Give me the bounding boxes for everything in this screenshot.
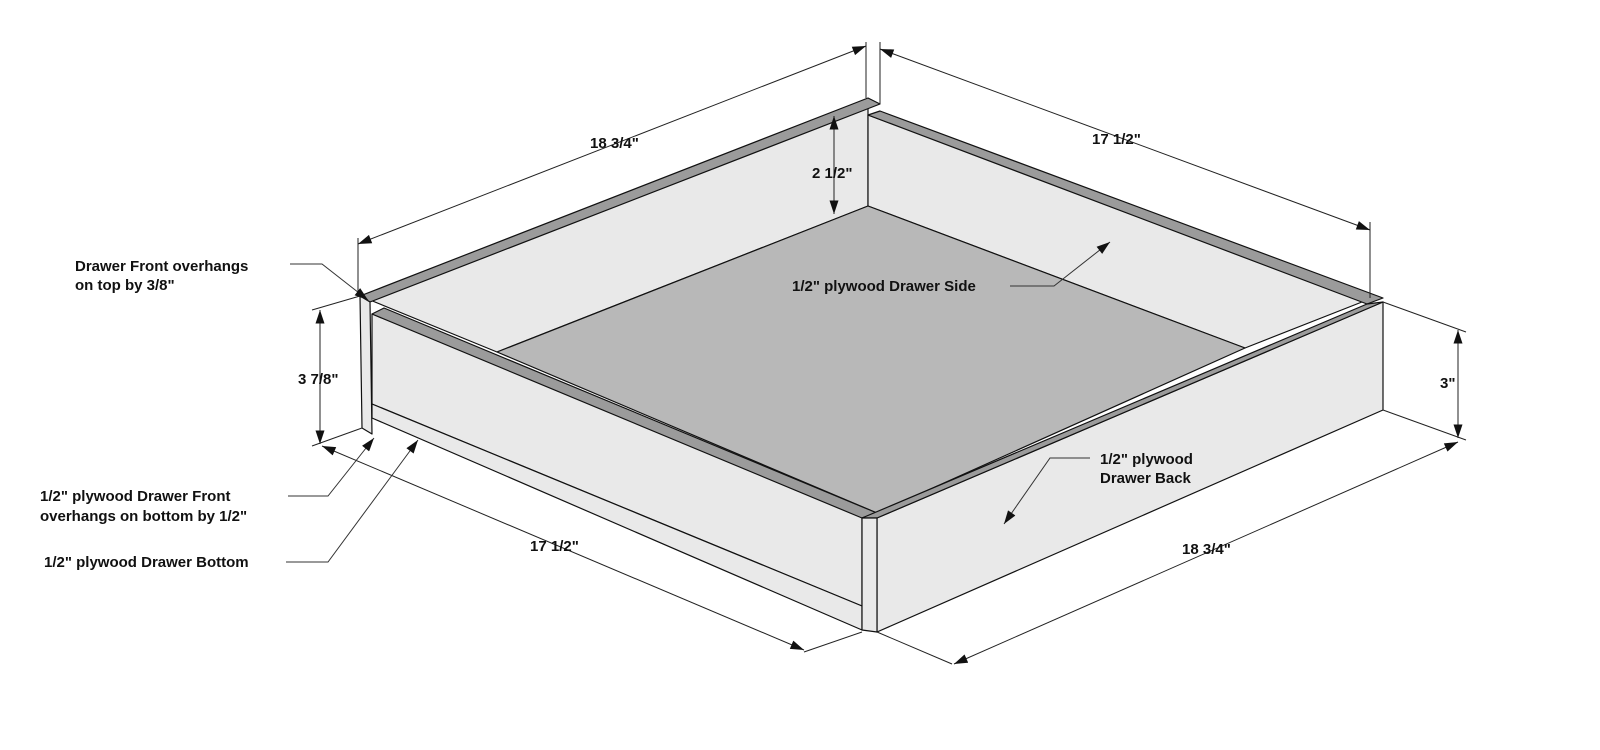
front-bottom-overhang-leader bbox=[288, 437, 375, 497]
front-top-overhang-line-2: on top by 3/8" bbox=[75, 277, 175, 294]
front-top-overhang-line-1: Drawer Front overhangs bbox=[75, 258, 248, 275]
drawer-bottom-callout: 1/2" plywood Drawer Bottom bbox=[44, 554, 249, 571]
top-left-length-label: 18 3/4" bbox=[590, 135, 639, 152]
back-height-label: 3" bbox=[1440, 375, 1455, 392]
bottom-left-length-label: 17 1/2" bbox=[530, 538, 579, 555]
dimension-labels: 18 3/4" 17 1/2" 2 1/2" 3 7/8" 3" 17 1/2"… bbox=[298, 131, 1455, 558]
drawer-back-line-1: 1/2" plywood bbox=[1100, 451, 1193, 468]
bottom-left-dimension-arrow bbox=[321, 445, 805, 651]
drawer-side-callout: 1/2" plywood Drawer Side bbox=[792, 278, 976, 295]
inner-height-label: 2 1/2" bbox=[812, 165, 852, 182]
front-top-overhang-leader bbox=[290, 263, 369, 301]
top-right-length-label: 17 1/2" bbox=[1092, 131, 1141, 148]
bottom-left-extension-right bbox=[803, 631, 863, 653]
drawer-side-leader bbox=[1010, 241, 1111, 287]
front-bottom-overhang-callout: 1/2" plywood Drawer Front overhangs on b… bbox=[40, 488, 247, 525]
front-bottom-overhang-line-2: overhangs on bottom by 1/2" bbox=[40, 508, 247, 525]
back-height-extension-bottom bbox=[1382, 409, 1467, 441]
front-height-extension-bottom bbox=[311, 427, 363, 447]
top-right-dimension-arrow bbox=[879, 48, 1371, 231]
drawer-bottom-leader bbox=[286, 439, 419, 563]
drawer-back-callout: 1/2" plywood Drawer Back bbox=[1100, 451, 1197, 487]
drawer-front-panel bbox=[359, 295, 373, 435]
top-left-dimension-arrow bbox=[357, 45, 867, 245]
back-height-extension-top bbox=[1382, 301, 1467, 333]
bottom-right-extension-left bbox=[876, 631, 953, 665]
bottom-right-length-label: 18 3/4" bbox=[1182, 541, 1231, 558]
drawer-back-leader bbox=[1003, 457, 1090, 525]
callout-labels: Drawer Front overhangs on top by 3/8" 1/… bbox=[40, 258, 1197, 571]
front-top-overhang-callout: Drawer Front overhangs on top by 3/8" bbox=[75, 258, 253, 294]
bottom-right-dimension-arrow bbox=[953, 441, 1459, 665]
dimension-lines bbox=[311, 42, 1467, 665]
front-height-extension-top bbox=[311, 295, 361, 311]
leader-lines bbox=[286, 241, 1111, 563]
front-bottom-overhang-line-1: 1/2" plywood Drawer Front bbox=[40, 488, 230, 505]
front-height-label: 3 7/8" bbox=[298, 371, 338, 388]
drawer-back-line-2: Drawer Back bbox=[1100, 470, 1192, 487]
drawer-back-end-face bbox=[861, 517, 878, 633]
